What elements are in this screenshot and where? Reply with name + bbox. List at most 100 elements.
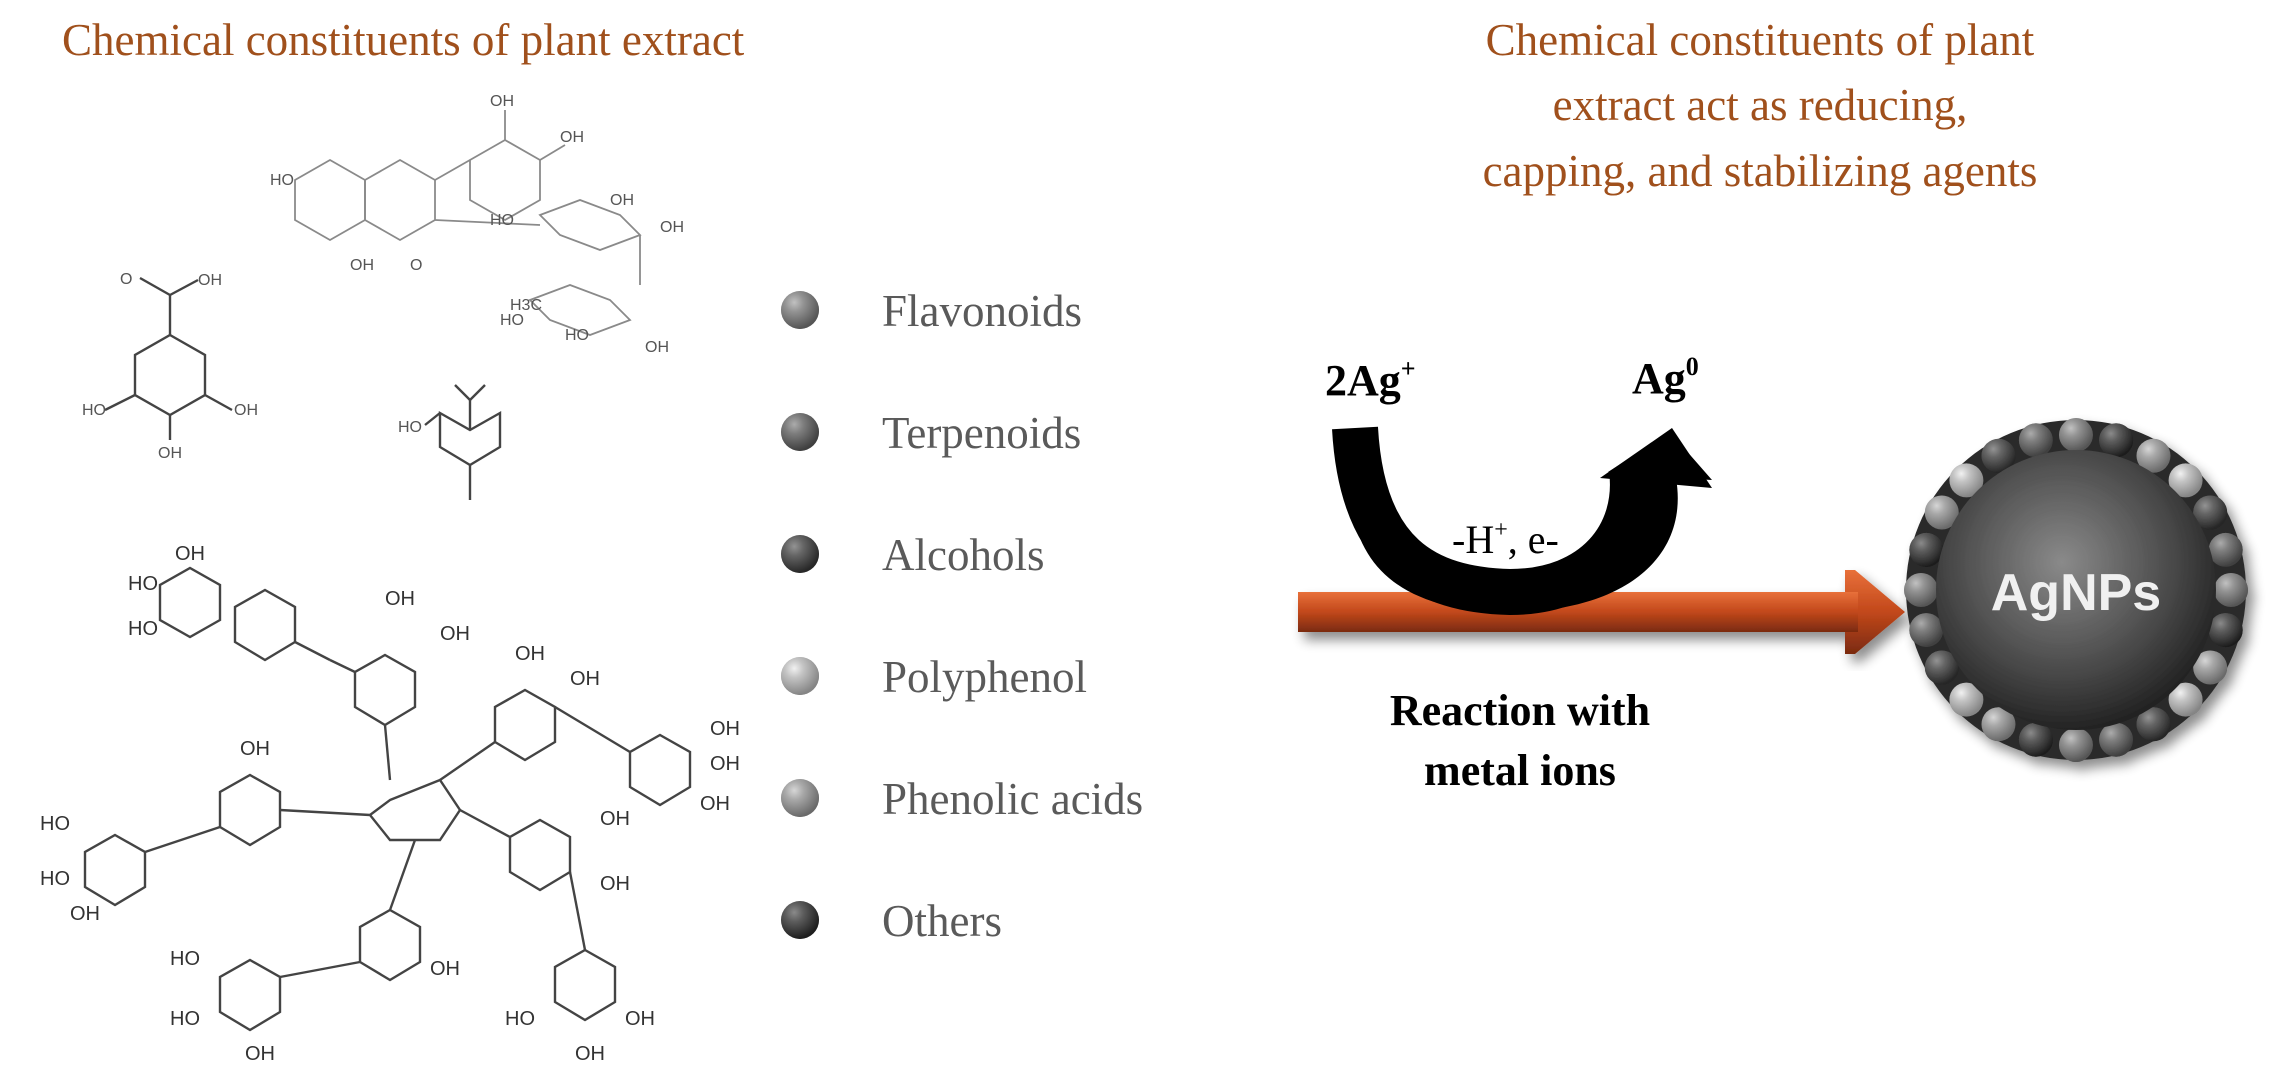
capping-ball-shade <box>1909 613 1944 648</box>
tannic-oh-15: OH <box>625 1008 655 1030</box>
right-title-line-1: Chemical constituents of plant <box>1485 15 2035 65</box>
capping-ball-shade <box>1904 573 1938 607</box>
tannic-ho-5: HO <box>170 948 200 970</box>
legend-marker-shade <box>781 413 819 451</box>
capping-ball-shade <box>1949 463 1984 498</box>
tannic-ho-1: HO <box>128 573 158 595</box>
capping-ball-shade <box>1981 438 2016 473</box>
flavonoid-oh-6: OH <box>645 339 669 356</box>
flavonoid-structure: OH OH HO OH O HO OH OH H3C HO HO OH <box>270 93 684 356</box>
curved-arrow <box>1332 426 1712 616</box>
capping-ball-shade <box>2136 438 2171 473</box>
tannic-ho-3: HO <box>40 813 70 835</box>
capping-ball-shade <box>2168 682 2203 717</box>
legend-marker-shade <box>781 535 819 573</box>
byproduct-charge: + <box>1494 517 1508 543</box>
capping-ball-shade <box>1924 650 1959 685</box>
capping-ball-shade <box>1949 682 1984 717</box>
capping-ball-shade <box>2214 573 2248 607</box>
gallic-oh-bottom: OH <box>158 445 182 462</box>
flavonoid-oh-5: OH <box>660 219 684 236</box>
legend-label-terpenoids: Terpenoids <box>882 408 1081 458</box>
flavonoid-oh-3: OH <box>350 257 374 274</box>
gallic-o: O <box>120 271 132 288</box>
reaction-caption-line-1: Reaction with <box>1390 686 1650 735</box>
capping-ball-shade <box>2099 722 2134 757</box>
product-charge: 0 <box>1686 352 1699 381</box>
capping-ball-shade <box>2099 423 2134 458</box>
capping-ball-shade <box>2168 463 2203 498</box>
tannic-oh-13: OH <box>245 1043 275 1065</box>
flavonoid-o: O <box>410 257 422 274</box>
tannic-oh-1: OH <box>175 543 205 565</box>
right-title: Chemical constituents of plant extract a… <box>1390 8 2130 204</box>
legend-marker-shade <box>781 657 819 695</box>
tannic-oh-5: OH <box>570 668 600 690</box>
capping-ball-shade <box>1909 532 1944 567</box>
gallic-oh-top: OH <box>198 272 222 289</box>
right-title-line-2: extract act as reducing, <box>1552 80 1968 131</box>
reactant-charge: + <box>1401 354 1416 383</box>
tannic-oh-2: OH <box>385 588 415 610</box>
capping-ball-shade <box>2018 722 2053 757</box>
gallic-oh-right: OH <box>234 402 258 419</box>
reactant-text: 2Ag <box>1325 356 1401 405</box>
legend-label-others: Others <box>882 896 1002 946</box>
tannic-oh-11: OH <box>600 808 630 830</box>
flavonoid-oh-1: OH <box>490 93 514 110</box>
byproduct-electron: , e- <box>1508 517 1559 562</box>
gallic-acid-structure: O OH HO OH OH <box>82 271 258 462</box>
flavonoid-ho-4: HO <box>565 327 589 344</box>
nanoparticle-label: AgNPs <box>1991 564 2161 622</box>
flavonoid-ho: HO <box>270 172 294 189</box>
tannic-oh-7: OH <box>710 753 740 775</box>
product-label: Ag0 <box>1632 352 1699 403</box>
tannic-oh-8: OH <box>700 793 730 815</box>
capping-ball-shade <box>1924 495 1959 530</box>
tannic-oh-9: OH <box>240 738 270 760</box>
left-title: Chemical constituents of plant extract <box>62 15 745 65</box>
legend: FlavonoidsTerpenoidsAlcoholsPolyphenolPh… <box>781 286 1143 946</box>
tannic-oh-4: OH <box>515 643 545 665</box>
tannic-oh-12: OH <box>600 873 630 895</box>
capping-ball-shade <box>2059 728 2093 762</box>
flavonoid-ho-3: HO <box>500 312 524 329</box>
byproduct-label: -H+, e- <box>1452 517 1559 562</box>
tannic-oh-16: OH <box>575 1043 605 1065</box>
tannic-acid-structure: OH HO HO OH OH OH OH OH OH OH OH HO HO O… <box>40 543 740 1065</box>
tannic-oh-14: OH <box>430 958 460 980</box>
legend-label-phenolic-acids: Phenolic acids <box>882 774 1143 824</box>
terpenoid-structure: HO <box>398 384 502 500</box>
legend-marker-shade <box>781 291 819 329</box>
reaction-caption-line-2: metal ions <box>1424 746 1616 795</box>
legend-marker-shade <box>781 901 819 939</box>
right-title-line-3: capping, and stabilizing agents <box>1482 145 2038 196</box>
capping-ball-shade <box>1981 707 2016 742</box>
capping-ball-shade <box>2193 650 2228 685</box>
capping-ball-shade <box>2208 532 2243 567</box>
tannic-ho-2: HO <box>128 618 158 640</box>
capping-ball-shade <box>2136 707 2171 742</box>
tannic-ho-6: HO <box>170 1008 200 1030</box>
capping-ball-shade <box>2018 423 2053 458</box>
legend-marker-shade <box>781 779 819 817</box>
terpenoid-ho: HO <box>398 419 422 436</box>
capping-molecules <box>1904 418 2248 762</box>
flavonoid-ho-2: HO <box>490 212 514 229</box>
flavonoid-oh-4: OH <box>610 192 634 209</box>
legend-label-flavonoids: Flavonoids <box>882 286 1082 336</box>
product-text: Ag <box>1632 354 1686 403</box>
byproduct-h: -H <box>1452 517 1494 562</box>
tannic-oh-3: OH <box>440 623 470 645</box>
gallic-ho-left: HO <box>82 402 106 419</box>
capping-ball-shade <box>2193 495 2228 530</box>
legend-label-alcohols: Alcohols <box>882 530 1045 580</box>
tannic-ho-4: HO <box>40 868 70 890</box>
tannic-oh-6: OH <box>710 718 740 740</box>
capping-ball-shade <box>2208 613 2243 648</box>
flavonoid-h3c: H3C <box>510 297 542 314</box>
silver-nanoparticle <box>1904 418 2248 762</box>
flavonoid-oh-2: OH <box>560 129 584 146</box>
tannic-ho-7: HO <box>505 1008 535 1030</box>
